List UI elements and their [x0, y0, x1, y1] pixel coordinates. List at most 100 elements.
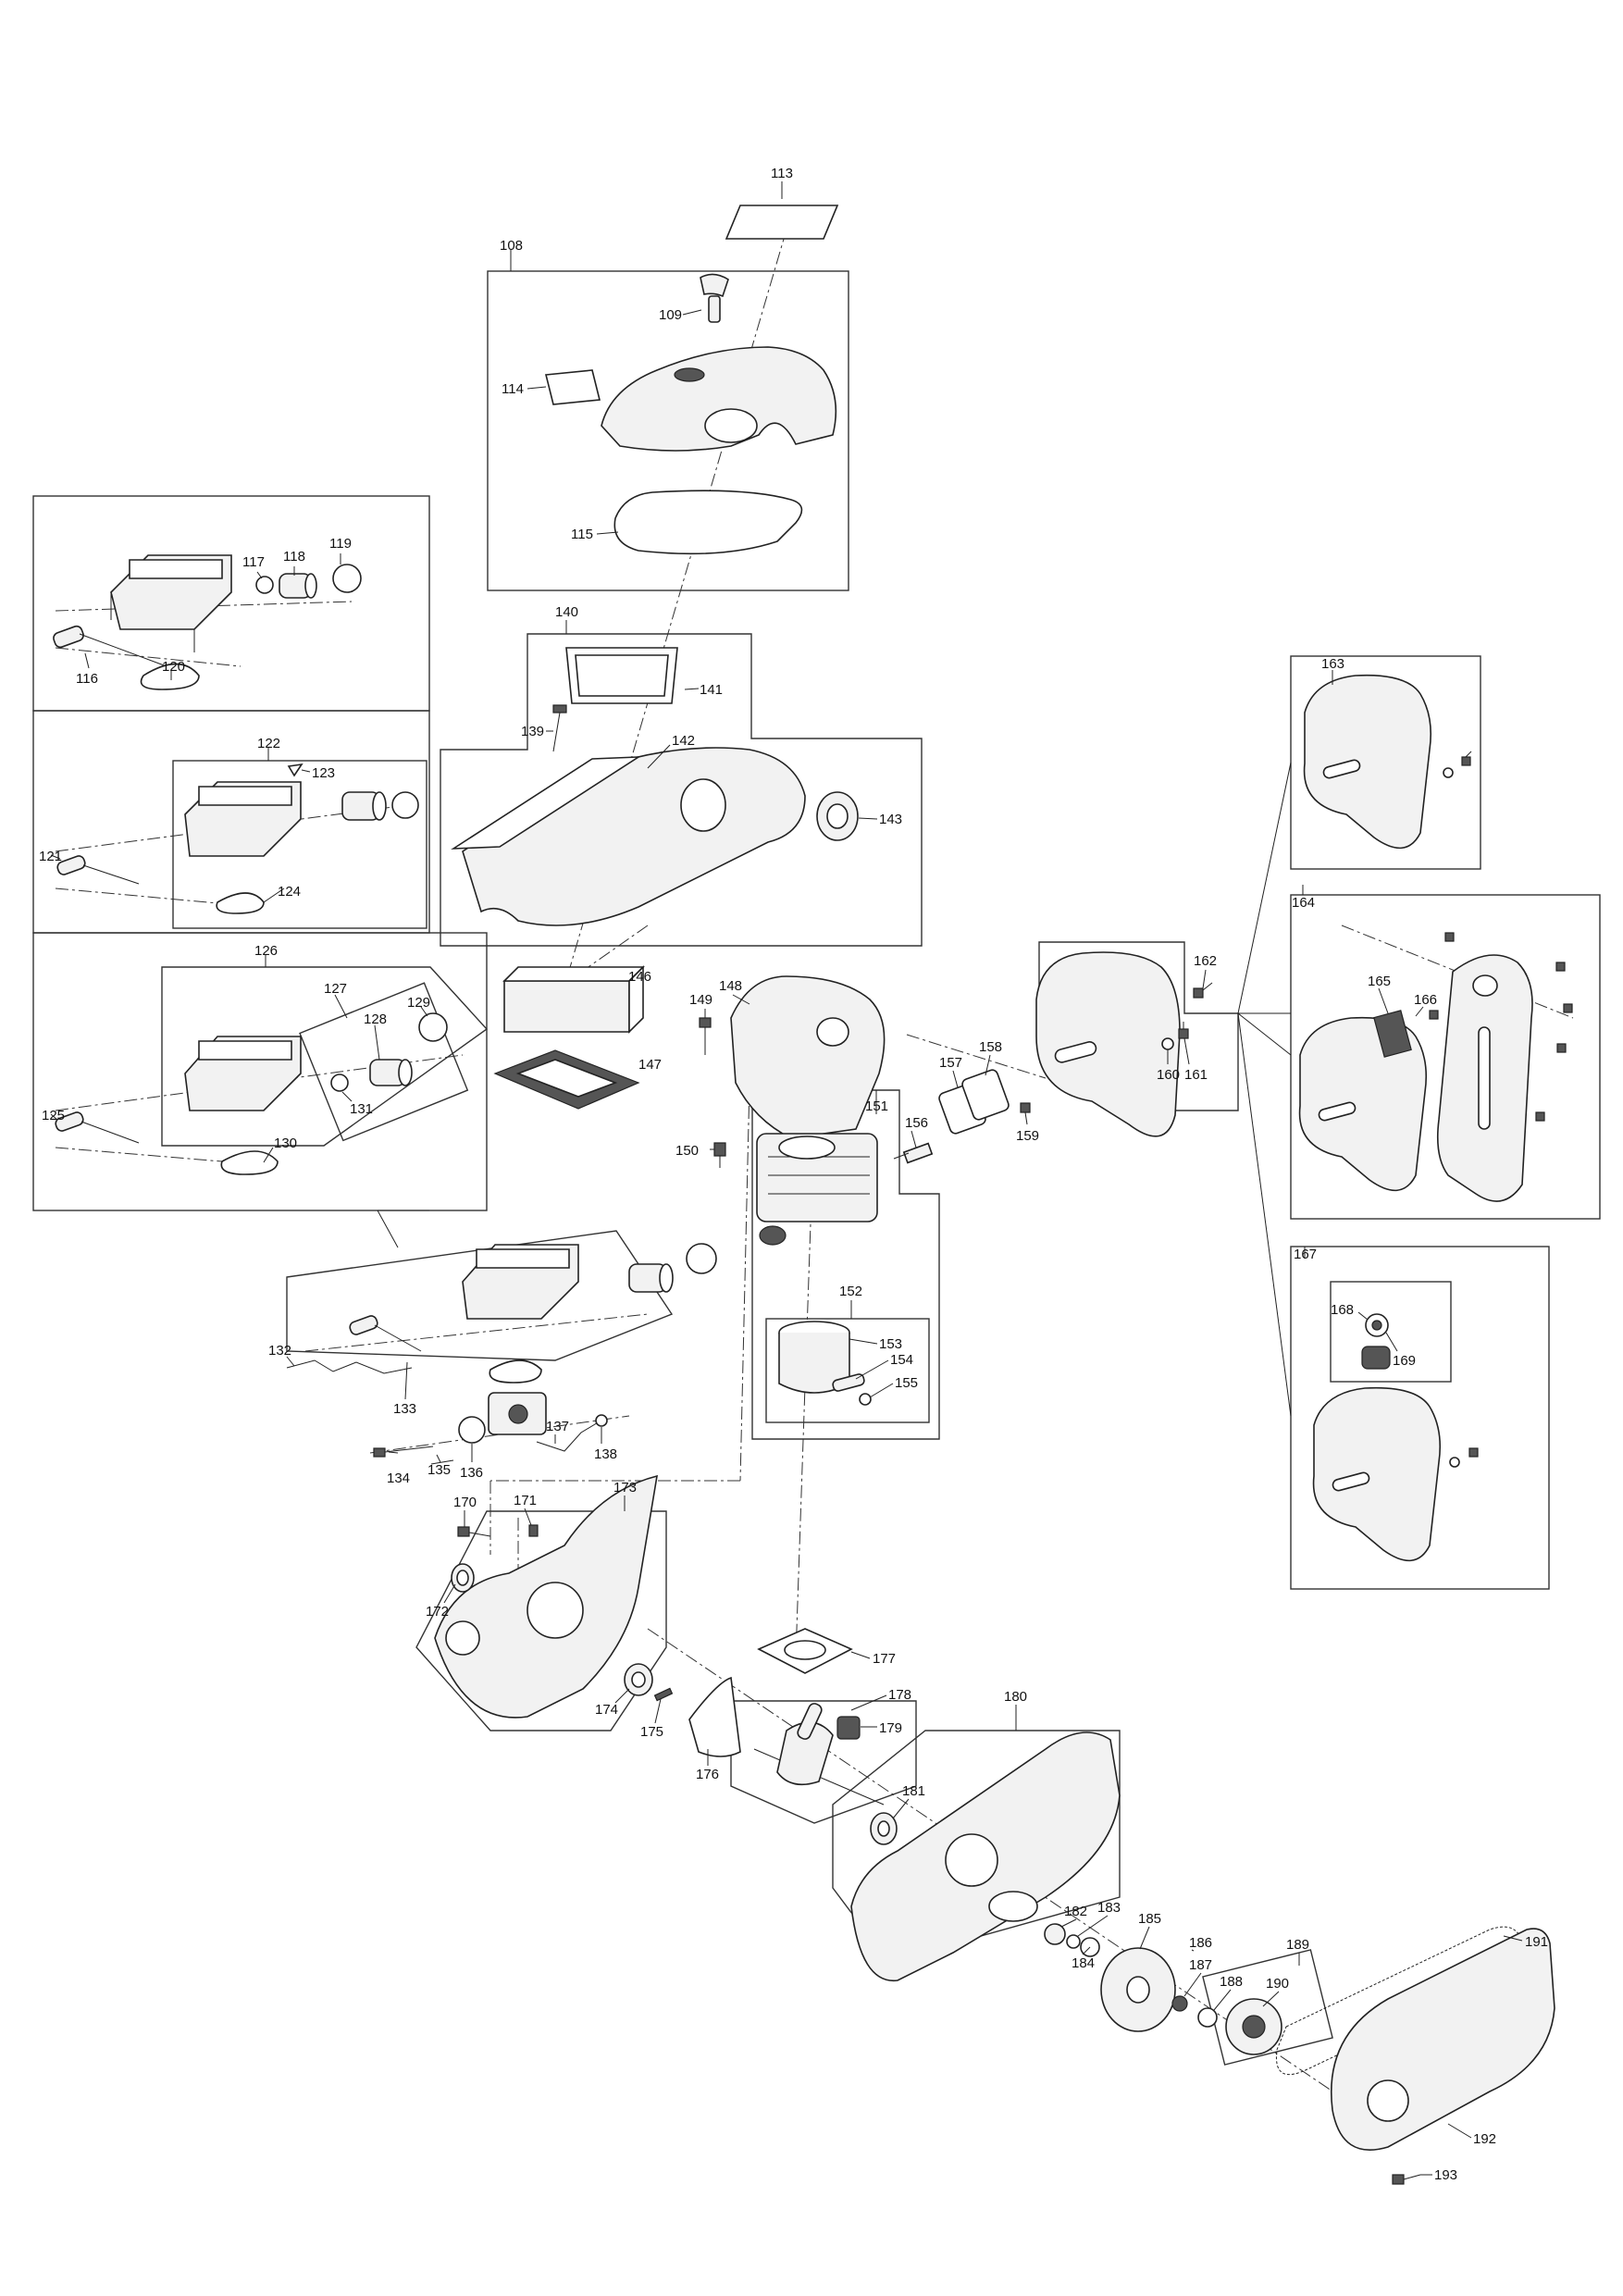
label-136: 136 [460, 1465, 483, 1481]
label-146: 146 [628, 969, 651, 985]
part-117-ring [255, 576, 274, 594]
label-119: 119 [329, 536, 352, 552]
label-129: 129 [407, 995, 430, 1011]
part-162-screw [1193, 982, 1213, 999]
part-177-base-gasket [757, 1628, 853, 1674]
label-166: 166 [1414, 992, 1437, 1008]
label-186: 186 [1189, 1935, 1212, 1951]
part-178-crankshaft [753, 1703, 885, 1806]
part-193-screw [1392, 2174, 1421, 2185]
part-164-muffler-body [1298, 1016, 1428, 1192]
label-188: 188 [1220, 1974, 1243, 1990]
part-148-cylinder-shroud [730, 975, 886, 1139]
part-shapes [53, 205, 1573, 2185]
label-126: 126 [254, 943, 278, 959]
part-187-bearing [1171, 1995, 1188, 2012]
label-169: 169 [1393, 1353, 1416, 1369]
label-167: 167 [1294, 1247, 1317, 1262]
label-173: 173 [613, 1480, 637, 1496]
label-147: 147 [638, 1057, 662, 1073]
label-177: 177 [873, 1651, 896, 1667]
label-191: 191 [1525, 1934, 1548, 1950]
part-186-clutch-drum [1100, 1947, 1176, 2032]
part-116-lever [53, 625, 167, 667]
part-filter-housing-2 [184, 781, 302, 857]
part-192-belt-guard [1331, 1928, 1555, 2151]
box-178-crankshaft [730, 1700, 917, 1824]
part-number-labels: 113 108 109 114 115 140 141 139 142 143 … [39, 166, 1548, 2183]
part-129-clamp [418, 1012, 448, 1042]
part-118-boot [279, 573, 317, 599]
label-139: 139 [521, 724, 544, 739]
part-131-ring [330, 1074, 349, 1092]
label-165: 165 [1368, 974, 1391, 989]
part-151-cylinder [756, 1133, 878, 1246]
label-117: 117 [242, 554, 265, 570]
part-156-spark-plug [893, 1142, 934, 1164]
part-143-grommet [816, 791, 859, 841]
box-151-cylinder [751, 1089, 940, 1440]
label-152: 152 [839, 1284, 862, 1299]
label-141: 141 [700, 682, 723, 698]
label-125: 125 [42, 1108, 65, 1123]
part-109-knob [700, 273, 729, 323]
label-156: 156 [905, 1115, 928, 1131]
part-137-tube [536, 1418, 605, 1452]
part-muffler [1035, 951, 1181, 1137]
label-183: 183 [1097, 1900, 1121, 1916]
label-179: 179 [879, 1720, 902, 1736]
label-170: 170 [453, 1495, 477, 1510]
part-146-filter [502, 965, 645, 1034]
box-122 [172, 760, 427, 929]
label-127: 127 [324, 981, 347, 997]
label-154: 154 [890, 1352, 913, 1368]
part-139-screw [552, 704, 567, 752]
part-124-hose [216, 892, 265, 914]
label-132: 132 [268, 1343, 291, 1359]
part-136-gasket [458, 1416, 486, 1444]
box-127 [299, 982, 469, 1142]
part-155-clip [859, 1393, 872, 1406]
label-151: 151 [865, 1098, 888, 1114]
label-162: 162 [1194, 953, 1217, 969]
label-180: 180 [1004, 1689, 1027, 1705]
label-176: 176 [696, 1767, 719, 1782]
label-159: 159 [1016, 1128, 1039, 1144]
label-182: 182 [1064, 1904, 1087, 1919]
label-124: 124 [278, 884, 301, 900]
label-175: 175 [640, 1724, 663, 1740]
label-123: 123 [312, 765, 335, 781]
part-119-clamp [332, 564, 362, 593]
label-192: 192 [1473, 2131, 1496, 2147]
label-148: 148 [719, 978, 742, 994]
label-150: 150 [675, 1143, 699, 1159]
label-115: 115 [571, 527, 593, 542]
label-137: 137 [546, 1419, 569, 1434]
label-140: 140 [555, 604, 578, 620]
part-123-arrow [287, 763, 304, 777]
part-filter-housing-4 [462, 1243, 717, 1320]
connector-lines [377, 762, 1292, 1417]
label-168: 168 [1331, 1302, 1354, 1318]
label-122: 122 [257, 736, 280, 751]
part-150-screw [713, 1142, 726, 1168]
label-181: 181 [902, 1783, 925, 1799]
part-170-bolt [457, 1526, 491, 1537]
label-138: 138 [594, 1446, 617, 1462]
label-120: 120 [162, 659, 185, 675]
screws-164 [1429, 932, 1573, 1122]
label-118: 118 [283, 549, 305, 565]
part-120-hose [140, 663, 200, 690]
part-134-bolt [373, 1446, 434, 1458]
part-121-lever [56, 855, 140, 885]
part-165-screen [1373, 1010, 1412, 1058]
label-187: 187 [1189, 1957, 1212, 1973]
label-158: 158 [979, 1039, 1002, 1055]
part-182-bearing [1044, 1923, 1066, 1945]
label-184: 184 [1072, 1955, 1095, 1971]
box-152-piston [765, 1318, 930, 1423]
part-171-pin [528, 1524, 539, 1537]
part-114-decal [544, 369, 601, 405]
part-115-filter-pad [613, 490, 803, 555]
